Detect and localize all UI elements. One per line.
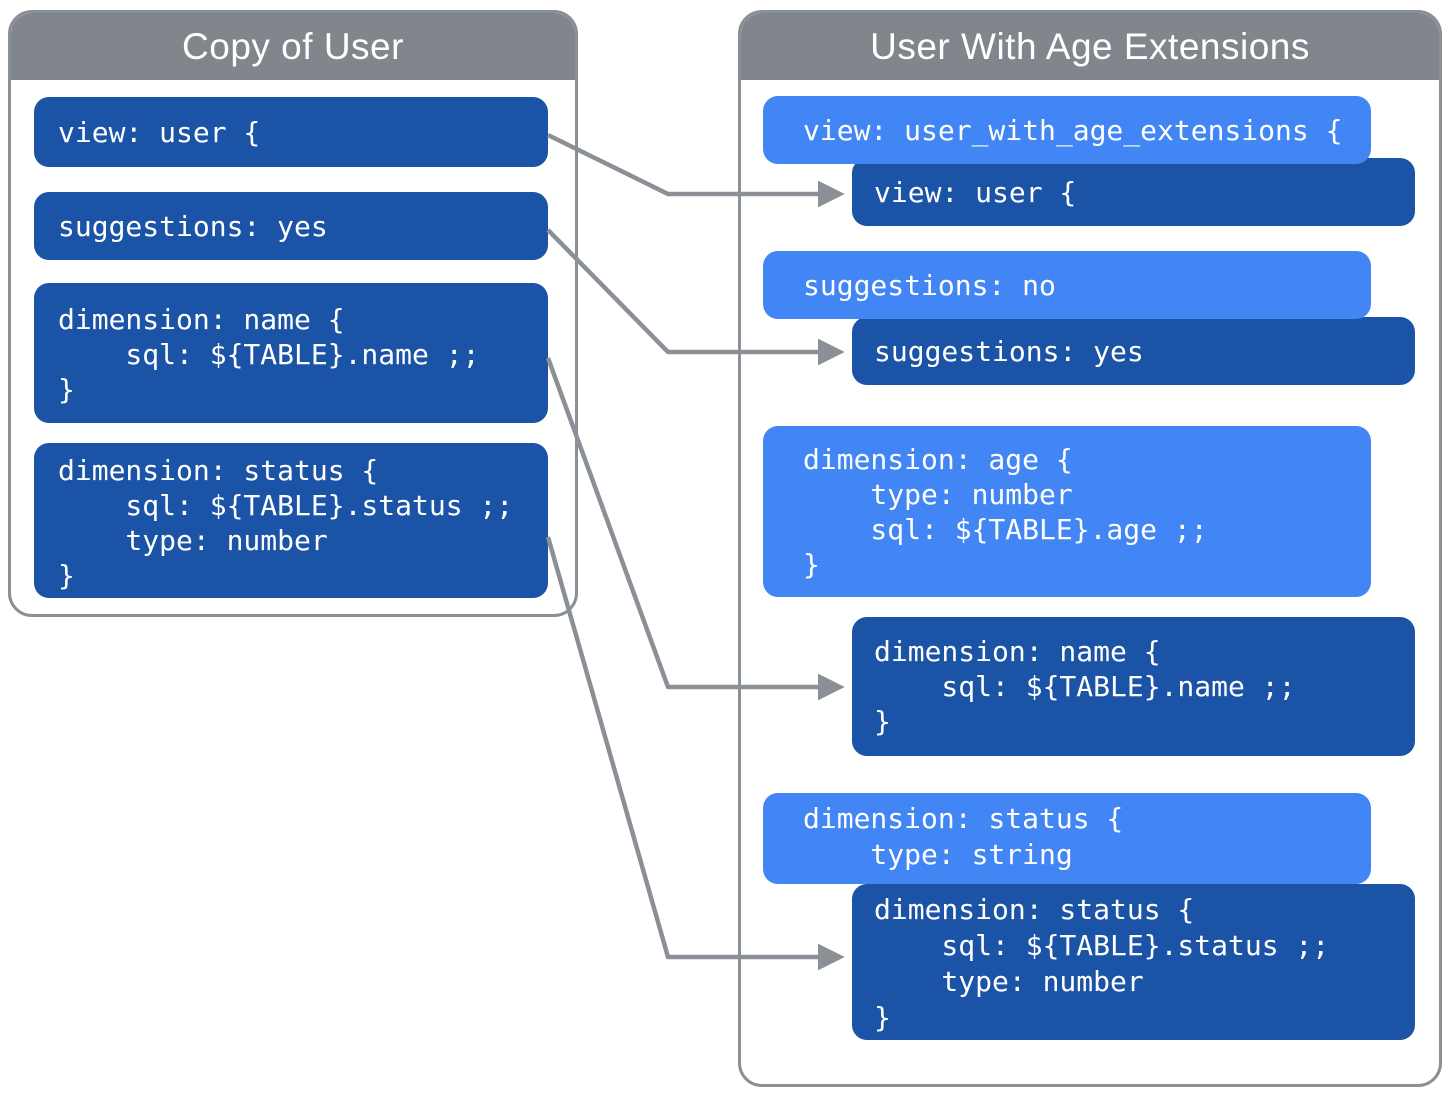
- code-line: view: user {: [58, 115, 261, 149]
- code-line: }: [874, 705, 891, 738]
- code-block-dimension-status-extension: dimension: status { type: string: [763, 793, 1371, 884]
- code-block-dimension-age: dimension: age { type: number sql: ${TAB…: [763, 426, 1371, 597]
- panel-user-with-age-extensions-header: User With Age Extensions: [741, 13, 1439, 80]
- code-line: suggestions: yes: [874, 334, 1144, 368]
- code-line: dimension: status {: [803, 802, 1124, 835]
- code-line: }: [58, 559, 75, 592]
- code-line: suggestions: yes: [58, 209, 328, 243]
- code-line: sql: ${TABLE}.name ;;: [874, 670, 1296, 703]
- code-line: view: user_with_age_extensions {: [803, 113, 1343, 147]
- code-line: dimension: age {: [803, 443, 1073, 476]
- code-line: sql: ${TABLE}.status ;;: [58, 489, 514, 522]
- code-line: sql: ${TABLE}.name ;;: [58, 338, 480, 371]
- code-block-dimension-status-inherited: dimension: status { sql: ${TABLE}.status…: [852, 884, 1415, 1040]
- code-block-suggestions-yes-inherited: suggestions: yes: [852, 317, 1415, 385]
- code-line: }: [58, 373, 75, 406]
- code-line: type: string: [803, 838, 1073, 871]
- code-block-dimension-status: dimension: status { sql: ${TABLE}.status…: [34, 443, 548, 598]
- code-line: dimension: name {: [874, 635, 1161, 668]
- code-block-dimension-name-inherited: dimension: name { sql: ${TABLE}.name ;; …: [852, 617, 1415, 756]
- code-block-suggestions-yes: suggestions: yes: [34, 192, 548, 260]
- code-line: dimension: name {: [58, 303, 345, 336]
- code-line: type: number: [58, 524, 328, 557]
- code-line: view: user {: [874, 175, 1077, 209]
- code-line: dimension: status {: [874, 893, 1195, 926]
- panel-title: User With Age Extensions: [870, 25, 1310, 67]
- code-line: type: number: [874, 965, 1144, 998]
- panel-title: Copy of User: [182, 25, 404, 67]
- code-line: sql: ${TABLE}.status ;;: [874, 929, 1330, 962]
- code-block-view-user-inherited: view: user {: [852, 158, 1415, 226]
- code-line: suggestions: no: [803, 268, 1056, 302]
- code-line: type: number: [803, 478, 1073, 511]
- code-block-suggestions-no: suggestions: no: [763, 251, 1371, 319]
- code-line: sql: ${TABLE}.age ;;: [803, 513, 1208, 546]
- code-line: dimension: status {: [58, 454, 379, 487]
- code-line: }: [803, 548, 820, 581]
- code-block-dimension-name: dimension: name { sql: ${TABLE}.name ;; …: [34, 283, 548, 423]
- code-line: }: [874, 1001, 891, 1034]
- panel-copy-of-user-header: Copy of User: [11, 13, 575, 80]
- code-block-view-user-with-age-extensions: view: user_with_age_extensions {: [763, 96, 1371, 164]
- code-block-view-user: view: user {: [34, 97, 548, 167]
